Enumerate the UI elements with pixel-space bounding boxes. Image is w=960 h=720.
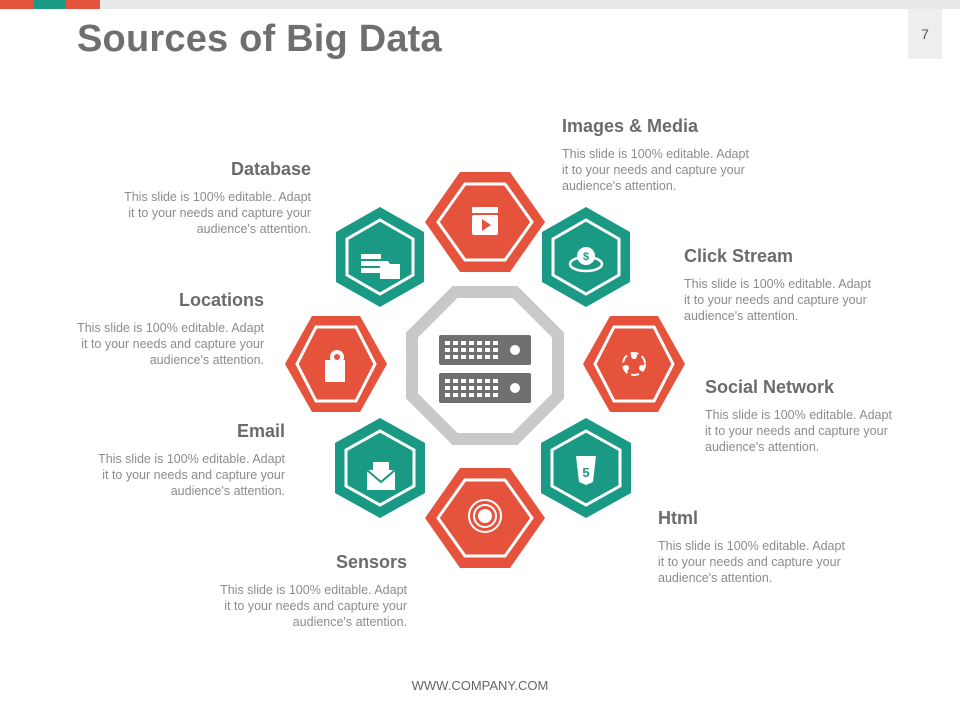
text-line: audience's attention. (149, 353, 264, 367)
svg-text:$: $ (583, 251, 589, 263)
signal-sensor-icon (468, 499, 502, 533)
text-email: This slide is 100% editable. Adapt it to… (55, 451, 285, 499)
heading-locations: Locations (178, 290, 264, 310)
hex-social-network (583, 316, 685, 412)
text-database: This slide is 100% editable. Adapt it to… (81, 189, 311, 237)
server-rack-icon (439, 335, 531, 403)
text-line: audience's attention. (562, 179, 677, 193)
heading-html: Html (658, 508, 698, 528)
text-line: audience's attention. (292, 615, 407, 629)
text-line: audience's attention. (684, 309, 799, 323)
text-line: it to your needs and capture your (562, 163, 745, 177)
text-sensors: This slide is 100% editable. Adapt it to… (177, 582, 407, 630)
people-network-icon (622, 352, 646, 376)
text-line: audience's attention. (658, 571, 773, 585)
text-line: it to your needs and capture your (81, 337, 264, 351)
text-line: This slide is 100% editable. Adapt (77, 321, 264, 335)
money-cycle-icon: $ (568, 247, 604, 273)
text-line: it to your needs and capture your (224, 599, 407, 613)
page-title: Sources of Big Data (77, 18, 442, 60)
label-database: Database This slide is 100% editable. Ad… (81, 159, 311, 237)
text-line: it to your needs and capture your (705, 424, 888, 438)
accent-bar-2 (34, 0, 66, 9)
text-line: This slide is 100% editable. Adapt (220, 583, 407, 597)
hex-database (336, 207, 424, 307)
text-line: it to your needs and capture your (102, 468, 285, 482)
text-line: audience's attention. (705, 440, 820, 454)
text-line: audience's attention. (170, 484, 285, 498)
heading-click-stream: Click Stream (684, 246, 794, 266)
label-sensors: Sensors This slide is 100% editable. Ada… (177, 552, 407, 630)
text-line: This slide is 100% editable. Adapt (658, 539, 845, 553)
center-hub (406, 286, 564, 445)
heading-database: Database (230, 159, 311, 179)
map-pin-icon (325, 350, 345, 382)
text-line: it to your needs and capture your (128, 206, 311, 220)
html5-icon: 5 (576, 456, 596, 485)
heading-social-network: Social Network (705, 377, 835, 397)
hex-sensors (425, 468, 545, 568)
footer-website: WWW.COMPANY.COM (411, 678, 549, 693)
text-html: This slide is 100% editable. Adapt it to… (658, 538, 888, 586)
top-bar (100, 0, 960, 9)
text-images-media: This slide is 100% editable. Adapt it to… (562, 146, 792, 194)
text-line: This slide is 100% editable. Adapt (684, 277, 871, 291)
heading-images-media: Images & Media (562, 116, 699, 136)
accent-bar-1 (0, 0, 34, 9)
label-email: Email This slide is 100% editable. Adapt… (55, 421, 285, 499)
text-line: This slide is 100% editable. Adapt (124, 190, 311, 204)
text-line: This slide is 100% editable. Adapt (562, 147, 749, 161)
text-line: it to your needs and capture your (658, 555, 841, 569)
heading-email: Email (236, 421, 285, 441)
label-click-stream: Click Stream This slide is 100% editable… (684, 246, 914, 324)
label-social-network: Social Network This slide is 100% editab… (705, 377, 935, 455)
text-line: audience's attention. (196, 222, 311, 236)
text-locations: This slide is 100% editable. Adapt it to… (34, 320, 264, 368)
accent-bar-3 (66, 0, 100, 9)
heading-sensors: Sensors (335, 552, 407, 572)
text-line: This slide is 100% editable. Adapt (705, 408, 892, 422)
hex-html: 5 (541, 418, 631, 518)
page-number: 7 (908, 9, 942, 59)
svg-text:5: 5 (582, 465, 589, 480)
hex-click-stream: $ (542, 207, 630, 307)
hex-images-media (425, 172, 545, 272)
hex-locations (285, 316, 387, 412)
hex-email (335, 418, 425, 518)
text-click-stream: This slide is 100% editable. Adapt it to… (684, 276, 914, 324)
text-social-network: This slide is 100% editable. Adapt it to… (705, 407, 935, 455)
label-html: Html This slide is 100% editable. Adapt … (658, 508, 888, 586)
label-images-media: Images & Media This slide is 100% editab… (562, 116, 792, 194)
envelope-icon (366, 462, 396, 490)
film-clapper-icon (472, 207, 498, 235)
text-line: it to your needs and capture your (684, 293, 867, 307)
database-folder-icon (361, 254, 400, 279)
label-locations: Locations This slide is 100% editable. A… (34, 290, 264, 368)
text-line: This slide is 100% editable. Adapt (98, 452, 285, 466)
